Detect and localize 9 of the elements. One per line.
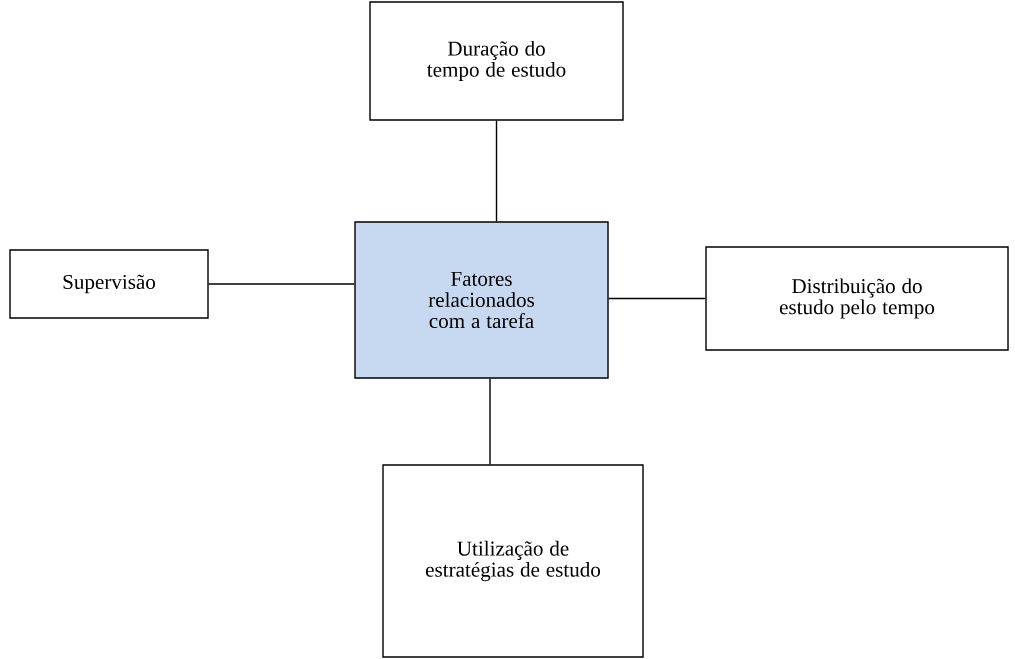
text-box: Distribuição do estudo pelo tempo [705,246,1009,351]
connector-line [489,378,491,465]
text-box: Duração do tempo de estudo [369,1,624,121]
connector-line [495,120,498,222]
text-box: Utilização de estratégias de estudo [382,464,644,658]
central-box: Fatores relacionados com a tarefa [354,221,609,379]
connector-line [208,283,355,285]
text-box: Supervisão [9,249,209,319]
connector-line [608,297,706,300]
